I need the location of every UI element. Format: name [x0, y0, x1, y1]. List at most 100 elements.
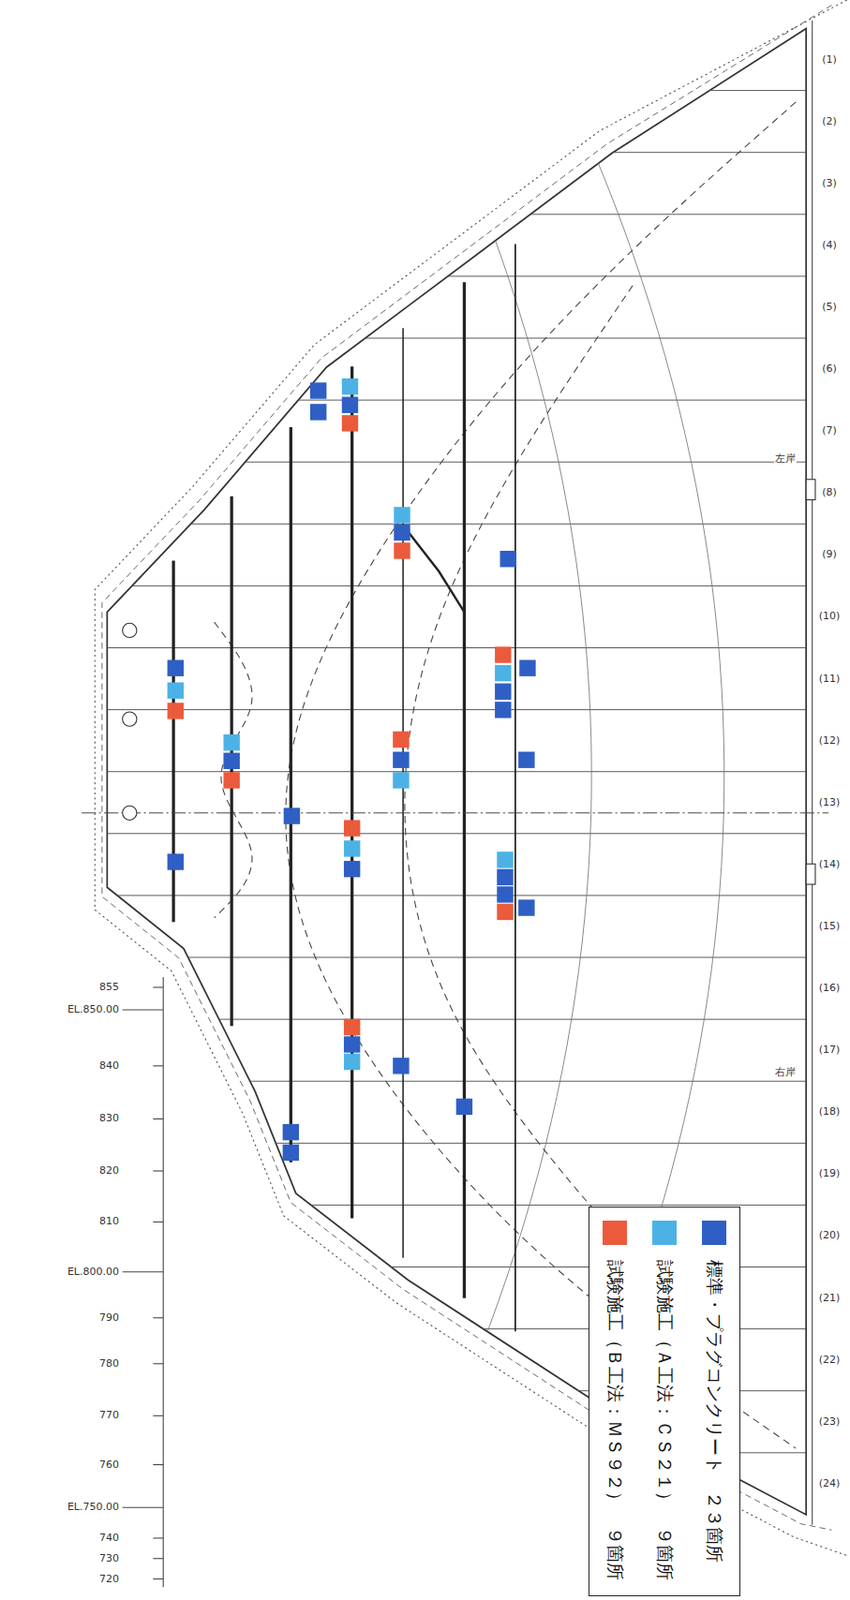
- block-joint: [188, 523, 806, 525]
- test-point: [518, 899, 535, 916]
- test-point: [223, 772, 239, 789]
- dashed-curve: [404, 285, 633, 1255]
- scale-tick: [122, 1507, 165, 1509]
- block-joint: [309, 1205, 806, 1207]
- scale-tick: [152, 1464, 164, 1466]
- elevation-label: 810: [98, 1216, 120, 1229]
- test-point: [167, 853, 184, 870]
- block-number: (10): [818, 611, 842, 624]
- block-number: (11): [818, 672, 842, 686]
- scale-tick: [152, 1537, 164, 1539]
- block-number: (8): [820, 487, 838, 500]
- test-point: [223, 753, 239, 770]
- block-number: (4): [820, 238, 838, 252]
- block-number: (14): [818, 858, 842, 871]
- gallery-line: [462, 282, 466, 1298]
- legend-text: 標準・プラグコンクリート ２３箇所: [701, 1260, 727, 1564]
- test-point: [392, 751, 409, 768]
- test-point: [343, 820, 360, 836]
- legend-box: 標準・プラグコンクリート ２３箇所試験施工（Ａ工法：ＣＳ２１） ９箇所試験施工（…: [588, 1207, 741, 1597]
- elevation-label: 840: [98, 1059, 120, 1073]
- block-number: (20): [818, 1230, 842, 1243]
- bank-label: 右岸: [774, 1066, 797, 1079]
- test-point: [223, 734, 239, 751]
- gallery-line: [514, 244, 517, 1333]
- test-point: [343, 1036, 360, 1053]
- test-point: [393, 507, 410, 523]
- legend-text: 試験施工（Ｂ工法：ＭＳ９２） ９箇所: [602, 1260, 627, 1581]
- scale-tick: [152, 1222, 164, 1223]
- test-point: [456, 1099, 473, 1116]
- test-point: [310, 403, 327, 420]
- elevation-label: EL.750.00: [66, 1502, 120, 1515]
- block-number: (15): [818, 920, 842, 933]
- block-number: (24): [818, 1477, 842, 1491]
- block-number: (2): [820, 115, 838, 128]
- elevation-label: 820: [98, 1164, 120, 1178]
- outlet-circle: [122, 805, 137, 821]
- scale-axis: [163, 977, 165, 1588]
- block-number: (1): [820, 53, 838, 66]
- test-point: [283, 1124, 299, 1141]
- block-joint: [363, 337, 807, 339]
- elevation-label: 780: [98, 1357, 120, 1371]
- block-number: (9): [820, 549, 838, 562]
- scale-tick: [152, 986, 164, 988]
- test-point: [494, 646, 511, 663]
- scale-tick: [152, 1170, 164, 1172]
- test-point: [494, 684, 511, 701]
- test-point: [392, 1058, 409, 1074]
- block-joint: [104, 833, 806, 835]
- gallery-line: [402, 525, 464, 613]
- block-number: (13): [818, 796, 842, 809]
- bank-label: 左岸: [774, 452, 797, 465]
- elevation-label: 790: [98, 1312, 120, 1325]
- elevation-label: EL.850.00: [66, 1003, 120, 1016]
- crest-structure: [805, 479, 816, 501]
- test-point: [496, 886, 513, 903]
- block-number: (6): [820, 362, 838, 375]
- block-joint: [104, 771, 806, 773]
- block-number: (5): [820, 300, 838, 314]
- scale-tick: [152, 1317, 164, 1319]
- test-point: [496, 851, 513, 868]
- test-point: [167, 702, 184, 719]
- test-point: [392, 731, 409, 748]
- block-joint: [296, 400, 806, 402]
- block-joint: [707, 89, 806, 91]
- arch-line: [389, 0, 592, 1531]
- test-point: [310, 382, 327, 399]
- test-point: [494, 701, 511, 718]
- scale-tick: [152, 1065, 164, 1067]
- test-point: [283, 807, 300, 824]
- block-joint: [104, 709, 806, 711]
- gallery-line: [402, 328, 404, 1258]
- elevation-label: 830: [98, 1113, 120, 1126]
- block-joint: [611, 151, 806, 153]
- block-number: (16): [818, 982, 842, 995]
- test-point: [392, 772, 409, 789]
- test-point: [167, 682, 184, 699]
- crest-structure: [805, 864, 816, 885]
- block-number: (18): [818, 1106, 842, 1119]
- test-point: [496, 904, 513, 921]
- test-point: [167, 659, 184, 676]
- block-joint: [528, 213, 806, 215]
- test-point: [343, 861, 360, 878]
- parapet-line: [811, 20, 813, 1526]
- legend-swatch: [602, 1221, 627, 1246]
- test-point: [496, 869, 513, 886]
- block-joint: [242, 462, 806, 463]
- block-number: (22): [818, 1354, 842, 1367]
- test-point: [342, 415, 358, 432]
- block-joint: [273, 1143, 806, 1145]
- test-point: [393, 524, 410, 541]
- elevation-label: EL.800.00: [66, 1266, 120, 1279]
- scale-tick: [152, 1118, 164, 1120]
- test-points: [167, 378, 537, 1162]
- outlet-circle: [122, 623, 137, 638]
- legend-swatch: [652, 1221, 677, 1246]
- block-number: (21): [818, 1292, 842, 1305]
- block-number: (3): [820, 177, 838, 190]
